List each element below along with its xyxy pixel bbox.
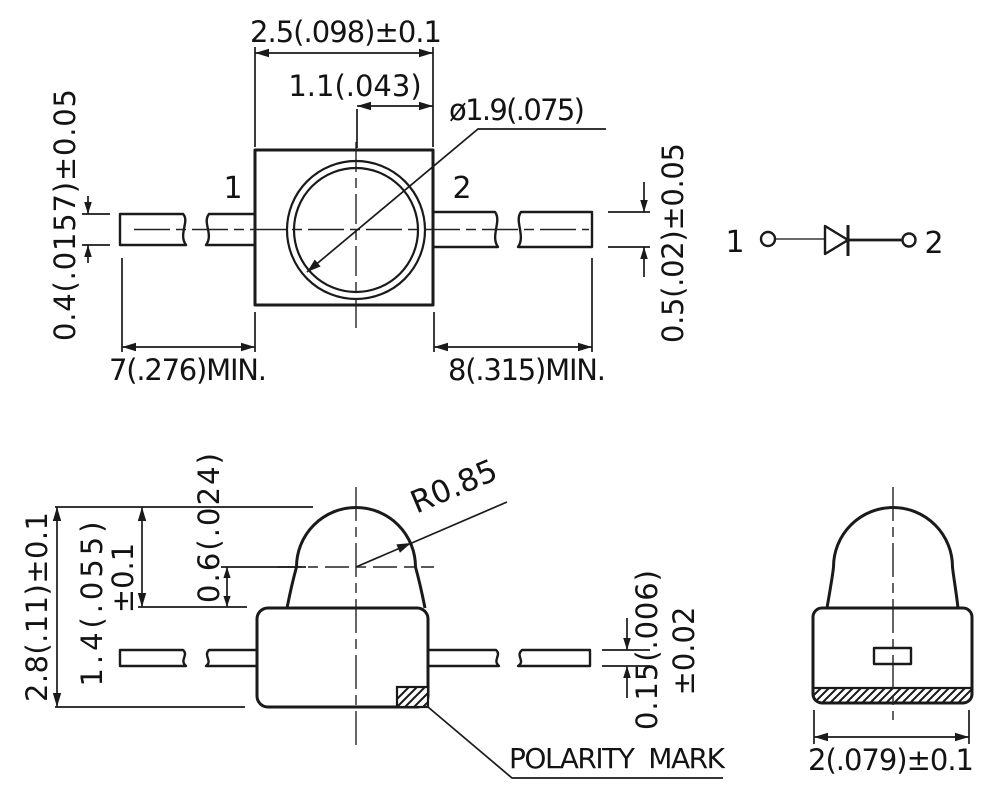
dim-lens-diameter: ø1.9(.075) <box>306 93 606 273</box>
polarity-mark-label: POLARITY MARK <box>509 742 726 775</box>
dim-lead-thickness: 0.15(.006) ±0.02 <box>602 570 701 730</box>
diode-triangle-icon <box>823 224 850 256</box>
lead2-length-label: 8(.315)MIN. <box>448 353 606 387</box>
side-view-leads <box>118 648 592 668</box>
end-width-label: 2(.079)±0.1 <box>808 743 974 777</box>
dim-end-width: 2(.079)±0.1 <box>808 710 974 777</box>
side-lead1-outer-segment <box>118 648 188 668</box>
center-offset-label: 0.6(.024) <box>192 453 226 603</box>
schematic-terminal2 <box>901 232 917 248</box>
end-view: 2(.079)±0.1 <box>808 487 974 777</box>
lead1-width-label: 0.4(.0157)±0.05 <box>48 89 82 341</box>
dim-lead2-length: 8(.315)MIN. <box>433 258 606 387</box>
lead2-width-label: 0.5(.02)±0.05 <box>656 143 690 343</box>
top-view: 2.5(.098)±0.1 1.1(.043) ø1.9(.075) 1 2 0… <box>48 15 690 387</box>
polarity-mark-callout: POLARITY MARK <box>427 706 726 779</box>
schematic-terminal1 <box>759 230 777 248</box>
top-view-centerlines <box>134 142 589 334</box>
dim-lead1-length: 7(.276)MIN. <box>109 258 267 387</box>
polarity-mark-hatching <box>396 686 429 708</box>
side-lead1-inner-segment <box>204 648 259 668</box>
side-view-centerlines <box>277 487 434 748</box>
dim-lead1-width: 0.4(.0157)±0.05 <box>48 89 110 341</box>
dome-height-tol-label: ±0.1 <box>106 543 140 613</box>
schematic-pin2-label: 2 <box>924 226 943 261</box>
top-half-width-label: 1.1(.043) <box>288 69 421 103</box>
side-view: 2.8(.11)±0.1 1.4(.055) ±0.1 0.6(.024) R0… <box>20 453 726 779</box>
schematic-pin1-label: 1 <box>725 225 744 260</box>
lead-thickness-label: 0.15(.006) <box>630 570 664 730</box>
lead2-inner-segment <box>431 210 500 249</box>
top-view-leads <box>118 210 594 249</box>
end-base-hatching <box>813 688 972 703</box>
polarity-mark <box>395 685 430 709</box>
lens-diameter-label: ø1.9(.075) <box>449 93 585 127</box>
schematic-symbol: 1 2 <box>725 224 944 261</box>
dim-total-height: 2.8(.11)±0.1 <box>20 506 313 708</box>
dim-top-half-width: 1.1(.043) <box>288 69 433 148</box>
lead1-inner-segment <box>204 212 257 247</box>
top-pin1-label: 1 <box>223 171 242 206</box>
dim-top-width: 2.5(.098)±0.1 <box>250 15 442 147</box>
top-pin2-label: 2 <box>452 171 471 206</box>
side-lead2-outer-segment <box>516 648 592 668</box>
side-lead2-inner-segment <box>426 648 501 668</box>
total-height-label: 2.8(.11)±0.1 <box>20 512 54 702</box>
lead1-length-label: 7(.276)MIN. <box>109 353 267 387</box>
dome-height-label: 1.4(.055) <box>75 522 109 687</box>
side-body-outline <box>255 606 430 709</box>
dim-lead2-width: 0.5(.02)±0.05 <box>608 143 690 343</box>
lead-thickness-tol-label: ±0.02 <box>667 607 701 696</box>
top-width-label: 2.5(.098)±0.1 <box>250 15 442 49</box>
dim-center-offset: 0.6(.024) <box>192 453 306 607</box>
